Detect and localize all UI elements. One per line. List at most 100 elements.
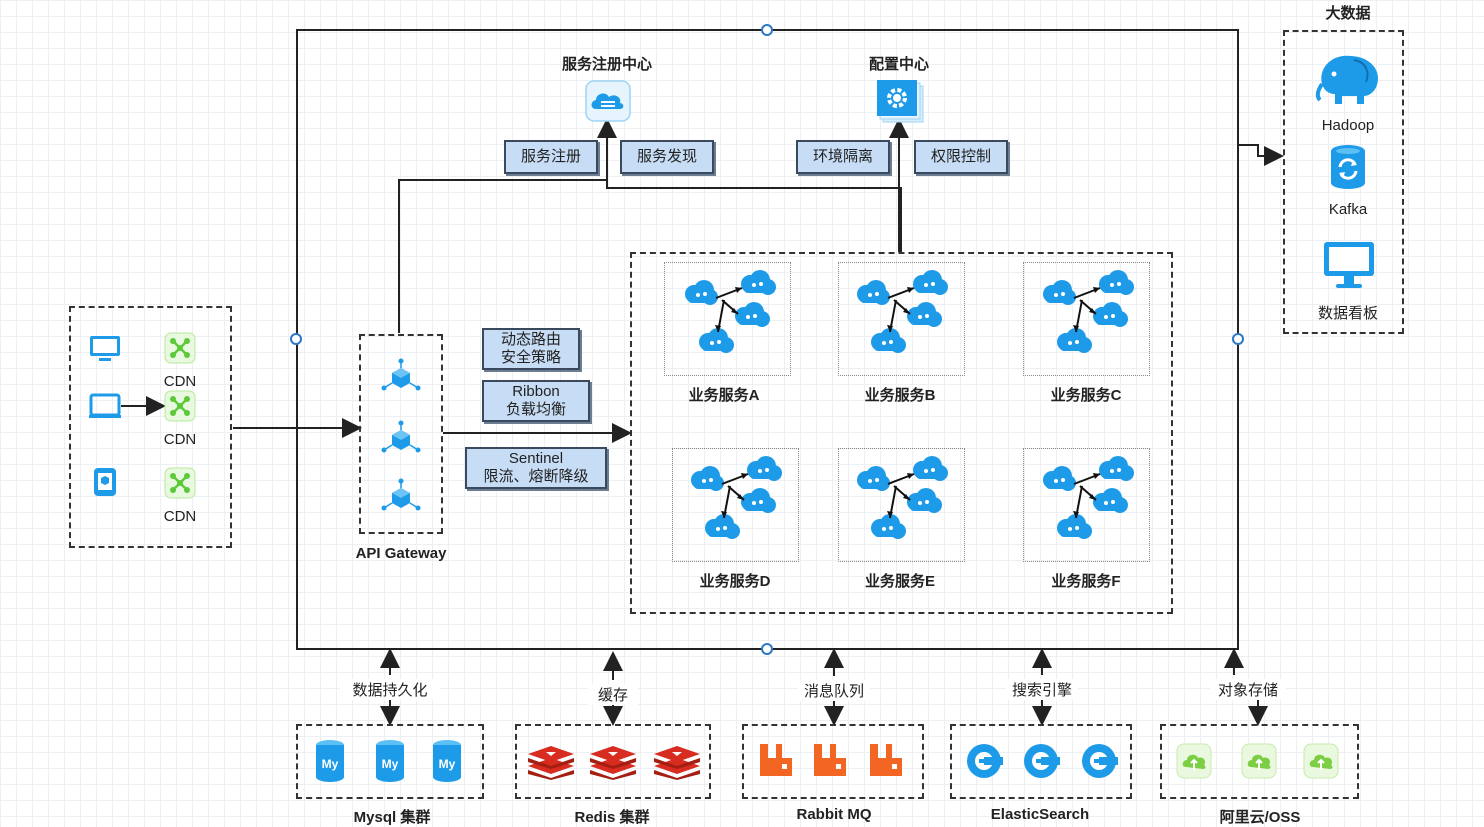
feature-routing-security: 动态路由 安全策略 (482, 328, 580, 370)
elasticsearch-icon (967, 744, 1003, 778)
kafka-label: Kafka (1328, 201, 1368, 218)
tag-env-isolation: 环境隔离 (796, 140, 890, 174)
cdn-label: CDN (163, 373, 197, 390)
service-card (672, 448, 799, 562)
tag-label: 权限控制 (930, 148, 991, 165)
cloud-server-icon (585, 80, 631, 122)
desktop-icon (90, 336, 120, 361)
feature-line2: 安全策略 (500, 349, 561, 366)
services-panel (630, 252, 1173, 614)
tag-service-registration: 服务注册 (504, 140, 598, 174)
redis-cluster-box (515, 724, 711, 799)
elasticsearch-icon (1024, 744, 1060, 778)
link-label-cache: 缓存 (588, 684, 638, 705)
rabbitmq-label: Rabbit MQ (796, 806, 872, 823)
cdn-icon (164, 467, 196, 499)
redis-cluster-label: Redis 集群 (574, 809, 650, 826)
service-card (664, 262, 791, 376)
svg-text:My: My (439, 757, 456, 771)
rabbitmq-icon (870, 744, 902, 776)
resize-handle-left[interactable] (290, 333, 302, 345)
service-card (1023, 448, 1150, 562)
service-label: 业务服务F (1051, 573, 1121, 590)
mysql-icon: My (433, 740, 461, 782)
api-gateway-box (359, 334, 443, 534)
link-label-mq: 消息队列 (798, 680, 870, 701)
resize-handle-right[interactable] (1232, 333, 1244, 345)
service-label: 业务服务C (1050, 387, 1122, 404)
microservice-cloud-icon (1043, 456, 1134, 539)
laptop-icon (89, 393, 121, 418)
mysql-cluster-box (296, 724, 484, 799)
microservice-cloud-icon (857, 456, 948, 539)
microservice-cloud-icon (857, 270, 948, 353)
mysql-cluster-label: Mysql 集群 (353, 809, 431, 826)
cdn-icon (164, 332, 196, 364)
tag-access-control: 权限控制 (914, 140, 1008, 174)
redis-icon (654, 746, 700, 780)
svg-text:My: My (322, 757, 339, 771)
monitor-icon (1324, 242, 1374, 288)
service-card (838, 448, 965, 562)
mysql-icon: My (316, 740, 344, 782)
service-card (838, 262, 965, 376)
link-label-search: 搜索引擎 (1006, 679, 1078, 700)
gateway-node-icon (381, 420, 421, 453)
service-label: 业务服务A (688, 387, 760, 404)
tag-label: 服务注册 (520, 148, 581, 165)
rabbitmq-box (742, 724, 924, 799)
feature-line2: 限流、熔断降级 (483, 468, 589, 485)
oss-box (1160, 724, 1359, 799)
elasticsearch-label: ElasticSearch (990, 806, 1090, 823)
service-label: 业务服务E (864, 573, 935, 590)
clients-panel (69, 306, 232, 548)
svg-text:My: My (382, 757, 399, 771)
feature-line2: 负载均衡 (505, 401, 566, 418)
cdn-label: CDN (163, 431, 197, 448)
dashboard-label: 数据看板 (1317, 305, 1378, 322)
big-data-title: 大数据 (1325, 5, 1371, 22)
tag-service-discovery: 服务发现 (620, 140, 714, 174)
feature-ribbon: Ribbon 负载均衡 (482, 380, 590, 422)
redis-icon (528, 746, 574, 780)
elasticsearch-box (950, 724, 1132, 799)
tablet-icon (94, 468, 116, 496)
microservice-cloud-icon (691, 456, 782, 539)
big-data-panel (1283, 30, 1404, 334)
config-title: 配置中心 (868, 56, 929, 73)
link-label-oss: 对象存储 (1210, 679, 1286, 700)
service-label: 业务服务B (864, 387, 936, 404)
resize-handle-bottom[interactable] (761, 643, 773, 655)
tag-label: 环境隔离 (812, 148, 873, 165)
feature-line1: Sentinel (508, 450, 564, 467)
config-gear-icon (877, 80, 924, 123)
feature-line1: Ribbon (512, 383, 560, 400)
rabbitmq-icon (760, 744, 792, 776)
oss-cloud-icon (1176, 743, 1212, 779)
feature-line1: 动态路由 (500, 331, 561, 348)
elephant-icon (1315, 55, 1378, 104)
resize-handle-top[interactable] (761, 24, 773, 36)
tag-label: 服务发现 (636, 148, 697, 165)
mysql-icon: My (376, 740, 404, 782)
microservice-cloud-icon (685, 270, 776, 353)
rabbitmq-icon (814, 744, 846, 776)
cdn-icon (164, 390, 196, 422)
feature-sentinel: Sentinel 限流、熔断降级 (465, 447, 607, 489)
oss-cloud-icon (1303, 743, 1339, 779)
elasticsearch-icon (1082, 744, 1118, 778)
hadoop-label: Hadoop (1321, 117, 1375, 134)
link-label-persistence: 数据持久化 (340, 679, 440, 700)
api-gateway-label: API Gateway (355, 545, 447, 562)
gateway-node-icon (381, 478, 421, 511)
database-sync-icon (1331, 145, 1365, 189)
cdn-label: CDN (163, 508, 197, 525)
redis-icon (590, 746, 636, 780)
service-label: 业务服务D (699, 573, 771, 590)
microservice-cloud-icon (1043, 270, 1134, 353)
registry-title: 服务注册中心 (561, 56, 652, 73)
oss-label: 阿里云/OSS (1219, 809, 1301, 826)
oss-cloud-icon (1241, 743, 1277, 779)
service-card (1023, 262, 1150, 376)
